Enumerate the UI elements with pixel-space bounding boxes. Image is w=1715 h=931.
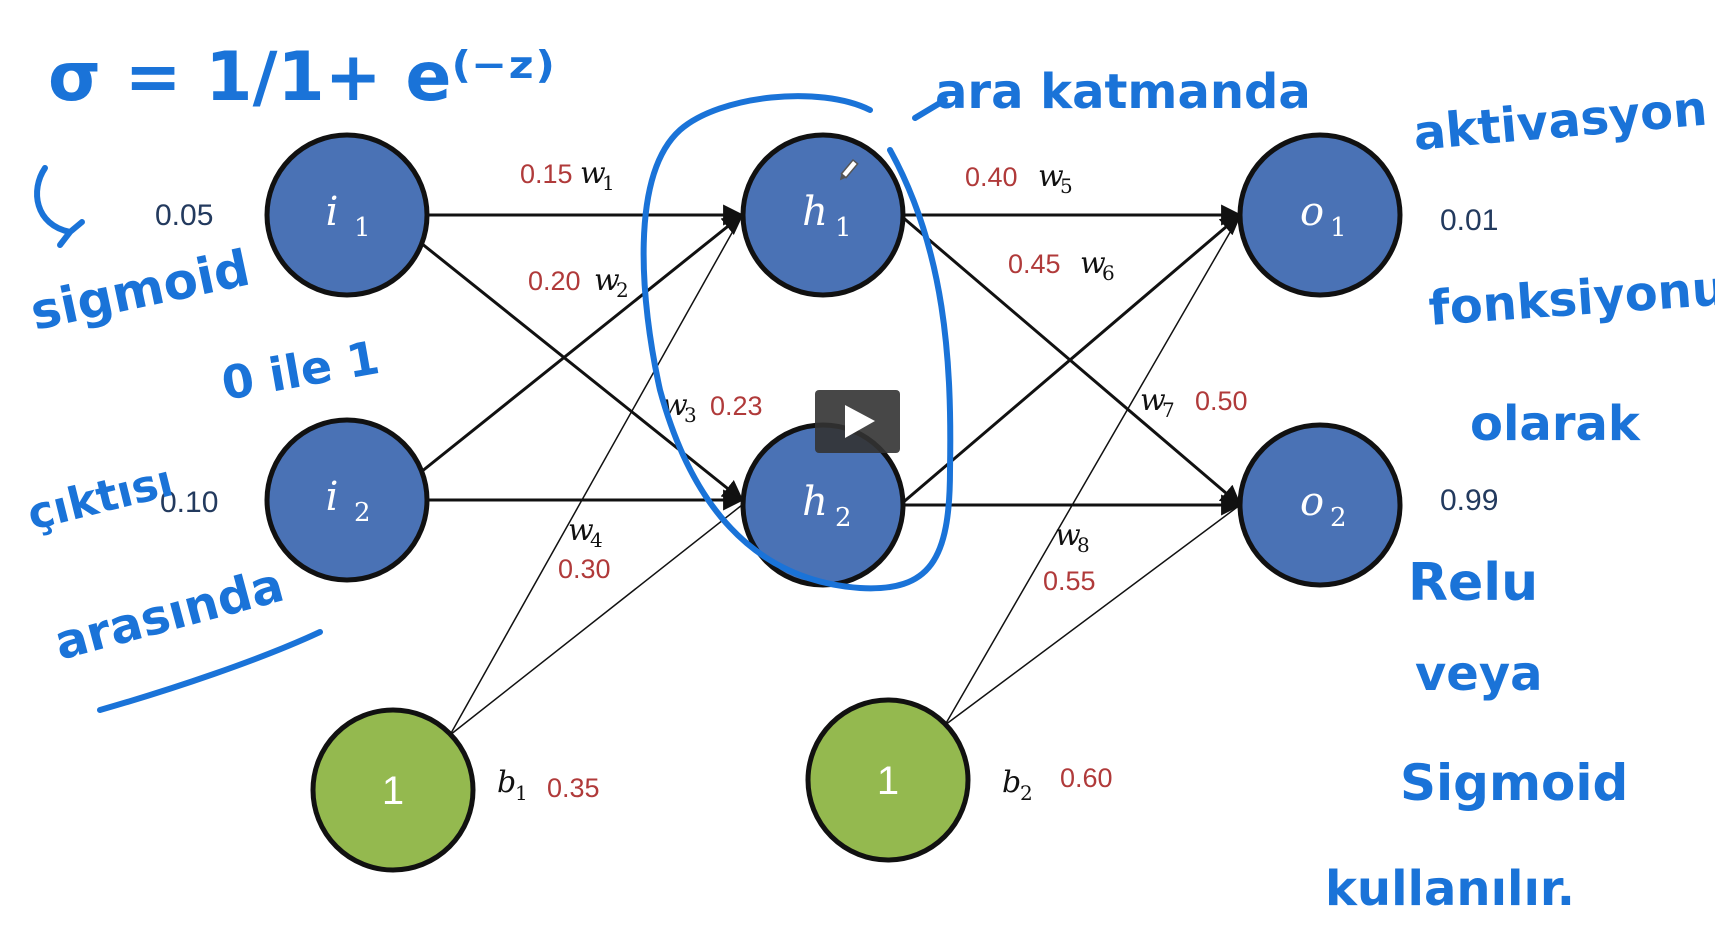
weight-w3-subscript: 3 bbox=[684, 403, 697, 427]
node-h1: h 1 bbox=[740, 132, 906, 298]
node-b1-label: 1 bbox=[382, 769, 404, 813]
node-h2-subscript: 2 bbox=[835, 503, 852, 533]
pencil-cursor-icon bbox=[839, 158, 859, 181]
play-icon bbox=[845, 405, 875, 438]
edge-b2-o1 bbox=[944, 214, 1241, 726]
node-i1-subscript: 1 bbox=[354, 213, 371, 243]
node-h1-symbol: h bbox=[802, 189, 828, 235]
weight-w7: w 7 0.50 bbox=[1140, 383, 1248, 422]
bias-b1-value: 0.35 bbox=[547, 773, 600, 803]
node-i1: i 1 bbox=[264, 132, 430, 298]
node-i2-subscript: 2 bbox=[354, 498, 371, 528]
left-note-range: 0 ile 1 bbox=[218, 330, 384, 411]
bias-b2-subscript: 2 bbox=[1020, 781, 1033, 805]
weight-w4-value: 0.30 bbox=[558, 554, 611, 584]
edge-b1-h1 bbox=[449, 214, 743, 736]
weight-w8-symbol: w bbox=[1055, 518, 1081, 553]
bias-b1-symbol: b bbox=[497, 765, 516, 800]
value-i2: 0.10 bbox=[160, 486, 218, 519]
underline-stroke bbox=[97, 629, 323, 713]
edge-b2-o2 bbox=[944, 504, 1241, 726]
bias-b1-caption: b 1 0.35 bbox=[497, 765, 600, 805]
weight-w1-value: 0.15 bbox=[520, 159, 573, 189]
right-note-used: kullanılır. bbox=[1325, 861, 1575, 917]
value-o2: 0.99 bbox=[1440, 484, 1498, 517]
weight-w7-subscript: 7 bbox=[1162, 398, 1175, 422]
weight-w8-value: 0.55 bbox=[1043, 566, 1096, 596]
node-o1-subscript: 1 bbox=[1330, 213, 1347, 243]
weight-w4: w 4 0.30 bbox=[558, 513, 611, 584]
left-note-output: çıktısı bbox=[22, 455, 178, 540]
right-note-as: olarak bbox=[1470, 396, 1641, 452]
node-o1: o 1 bbox=[1237, 132, 1403, 298]
sigmoid-formula: σ = 1/1+ e⁽⁻ᶻ⁾ bbox=[48, 38, 555, 117]
weight-w5-symbol: w bbox=[1038, 159, 1064, 194]
node-i2: i 2 bbox=[264, 417, 430, 583]
weight-w7-symbol: w bbox=[1140, 383, 1166, 418]
bias-b2-value: 0.60 bbox=[1060, 763, 1113, 793]
play-button[interactable] bbox=[815, 390, 900, 453]
hidden-layer-circle bbox=[640, 93, 954, 592]
weight-w4-subscript: 4 bbox=[590, 528, 603, 552]
node-b2-label: 1 bbox=[877, 759, 899, 803]
node-o2-subscript: 2 bbox=[1330, 503, 1347, 533]
edge-i2-h1 bbox=[385, 213, 744, 502]
weight-w6-symbol: w bbox=[1080, 246, 1106, 281]
weight-w2-value: 0.20 bbox=[528, 266, 581, 296]
node-o2: o 2 bbox=[1237, 422, 1403, 588]
weight-w1-symbol: w bbox=[580, 156, 606, 191]
sigma-arrow bbox=[34, 165, 85, 248]
left-note-between: arasında bbox=[49, 557, 290, 672]
hidden-layer-note: ara katmanda bbox=[935, 64, 1311, 120]
weight-w6-subscript: 6 bbox=[1102, 261, 1115, 285]
weight-w1: 0.15 w 1 bbox=[520, 156, 615, 195]
weight-w7-value: 0.50 bbox=[1195, 386, 1248, 416]
weight-w2: 0.20 w 2 bbox=[528, 263, 629, 302]
right-note-function: fonksiyonu bbox=[1427, 260, 1715, 337]
right-note-sigmoid: Sigmoid bbox=[1400, 754, 1628, 812]
bias-b2-caption: b 2 0.60 bbox=[1002, 763, 1113, 805]
weight-w5: 0.40 w 5 bbox=[965, 159, 1073, 198]
right-note-relu: Relu bbox=[1408, 553, 1538, 613]
right-note-activation: aktivasyon bbox=[1411, 81, 1709, 162]
edge-h2-o1 bbox=[899, 213, 1242, 507]
weight-w3-value: 0.23 bbox=[710, 391, 763, 421]
node-h1-subscript: 1 bbox=[835, 213, 852, 243]
node-i2-symbol: i bbox=[326, 474, 339, 520]
right-note-or: veya bbox=[1415, 646, 1543, 702]
edge-b1-h2 bbox=[449, 504, 743, 736]
bias-b1-subscript: 1 bbox=[515, 781, 528, 805]
connections bbox=[385, 204, 1243, 516]
node-h2-symbol: h bbox=[802, 479, 828, 525]
weight-w8: w 8 0.55 bbox=[1043, 518, 1096, 596]
note-pointer-line bbox=[912, 97, 948, 121]
weight-w2-subscript: 2 bbox=[616, 278, 629, 302]
weight-w6-value: 0.45 bbox=[1008, 249, 1061, 279]
node-b2: 1 bbox=[805, 697, 971, 863]
weight-w1-subscript: 1 bbox=[602, 171, 615, 195]
value-i1: 0.05 bbox=[155, 199, 213, 232]
left-note-sigmoid: sigmoid bbox=[25, 239, 254, 342]
weight-w2-symbol: w bbox=[594, 263, 620, 298]
weight-w8-subscript: 8 bbox=[1077, 533, 1090, 557]
node-o2-symbol: o bbox=[1300, 479, 1324, 525]
value-o1: 0.01 bbox=[1440, 204, 1498, 237]
weight-w5-subscript: 5 bbox=[1060, 174, 1073, 198]
node-i1-symbol: i bbox=[326, 189, 339, 235]
weight-w5-value: 0.40 bbox=[965, 162, 1018, 192]
node-o1-symbol: o bbox=[1300, 189, 1324, 235]
weight-w4-symbol: w bbox=[568, 513, 594, 548]
bias-b2-symbol: b bbox=[1002, 765, 1021, 800]
bias-connections bbox=[449, 214, 1241, 736]
node-b1: 1 bbox=[310, 707, 476, 873]
weight-w6: 0.45 w 6 bbox=[1008, 246, 1115, 285]
weight-w3: w 3 0.23 bbox=[662, 388, 763, 427]
